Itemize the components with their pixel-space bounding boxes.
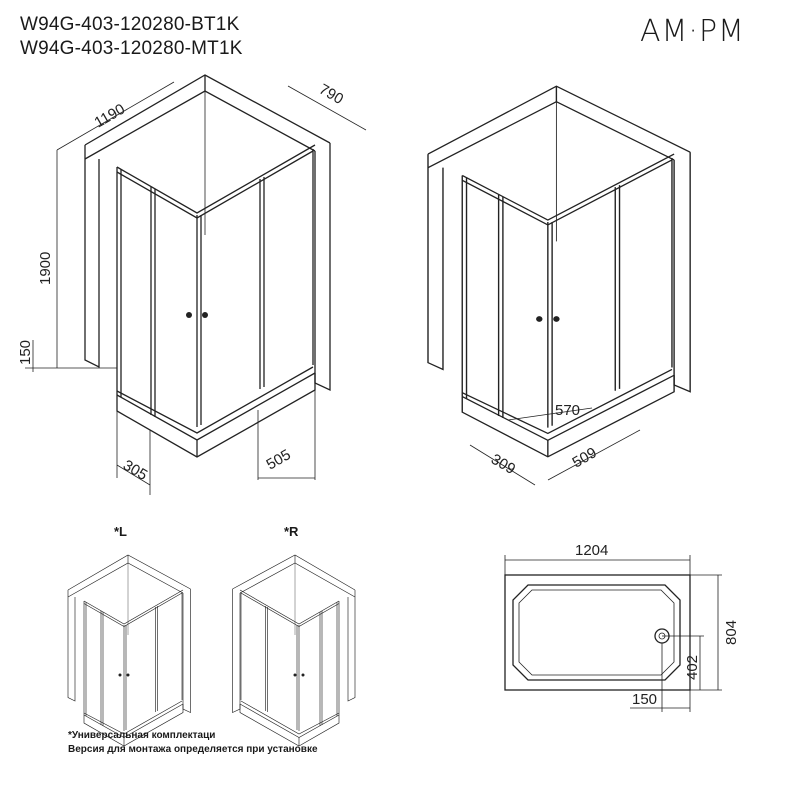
- model-code-2: W94G-403-120280-MT1K: [20, 38, 243, 59]
- variant-right-drawing: [232, 554, 356, 747]
- variant-right-label: *R: [284, 524, 299, 539]
- dim-tray-height: 150: [17, 340, 34, 365]
- brand-logo: AM·PM: [640, 14, 745, 49]
- dim-drain-y: 402: [684, 655, 701, 680]
- dim-plan-length: 1204: [575, 542, 608, 559]
- dim-width: 1190: [92, 101, 128, 132]
- dimension-lines-left: [25, 81, 367, 495]
- variant-left-label: *L: [114, 524, 127, 539]
- variant-left-drawing: [67, 554, 191, 747]
- tray-plan-view: [504, 555, 722, 712]
- dim-opening: 570: [555, 402, 580, 419]
- dim-plan-width: 804: [723, 620, 740, 645]
- dim-drain-x: 150: [632, 691, 657, 708]
- note-universal: *Универсальная комплектаци: [68, 730, 216, 741]
- model-code-1: W94G-403-120280-BT1K: [20, 14, 240, 35]
- dim-height: 1900: [37, 252, 54, 285]
- dimension-lines-right: [469, 407, 641, 486]
- dim-offset-right-open: 509: [570, 444, 600, 471]
- dim-offset-left: 305: [120, 457, 150, 484]
- note-installation: Версия для монтажа определяется при уста…: [68, 744, 318, 755]
- isometric-view-closed: [84, 74, 331, 458]
- dim-offset-right: 505: [264, 446, 294, 473]
- dim-offset-left-open: 309: [488, 451, 518, 478]
